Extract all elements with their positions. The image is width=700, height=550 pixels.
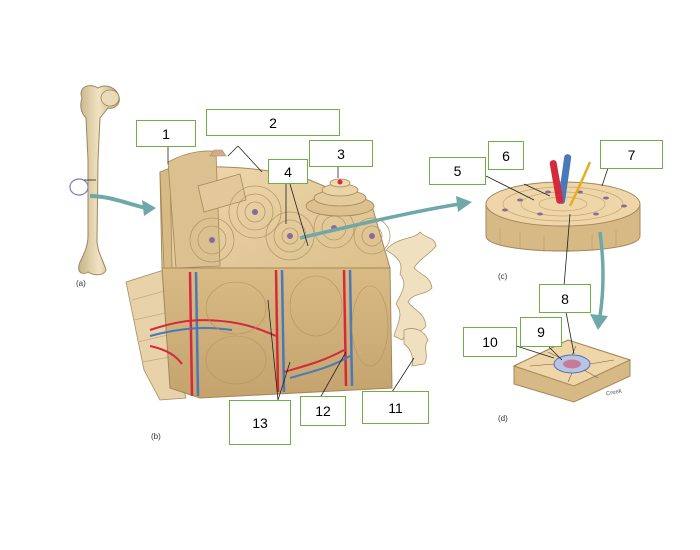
label-box-11: 11 xyxy=(362,391,429,424)
label-box-12: 12 xyxy=(300,396,346,426)
femur-illustration xyxy=(69,85,120,276)
arrow-to-block xyxy=(89,194,147,210)
label-box-13: 13 xyxy=(229,400,291,445)
panel-label-b: (b) xyxy=(151,432,161,441)
arrow-to-osteon-head xyxy=(456,196,472,212)
arrow-to-block-head xyxy=(142,200,156,216)
label-box-5: 5 xyxy=(429,157,486,185)
arrow-to-osteon xyxy=(299,202,461,240)
leader-lines xyxy=(84,145,609,401)
arrow-to-osteocyte-head xyxy=(590,314,608,330)
label-box-7: 7 xyxy=(600,140,663,169)
label-box-8: 8 xyxy=(539,284,591,313)
osteocyte-illustration xyxy=(512,339,632,403)
label-box-4: 4 xyxy=(268,159,308,184)
label-box-9: 9 xyxy=(520,317,562,347)
label-box-10: 10 xyxy=(463,327,517,357)
arrow-to-osteocyte xyxy=(598,231,605,317)
bone-block-illustration xyxy=(125,149,437,401)
femur-section-marker xyxy=(69,178,89,196)
panel-label-c: (c) xyxy=(498,272,508,281)
panel-label-d: (d) xyxy=(498,414,508,423)
label-box-1: 1 xyxy=(136,120,196,147)
label-box-6: 6 xyxy=(488,141,524,170)
label-box-2: 2 xyxy=(206,109,340,136)
label-box-3: 3 xyxy=(309,140,373,167)
panel-label-a: (a) xyxy=(76,279,86,288)
